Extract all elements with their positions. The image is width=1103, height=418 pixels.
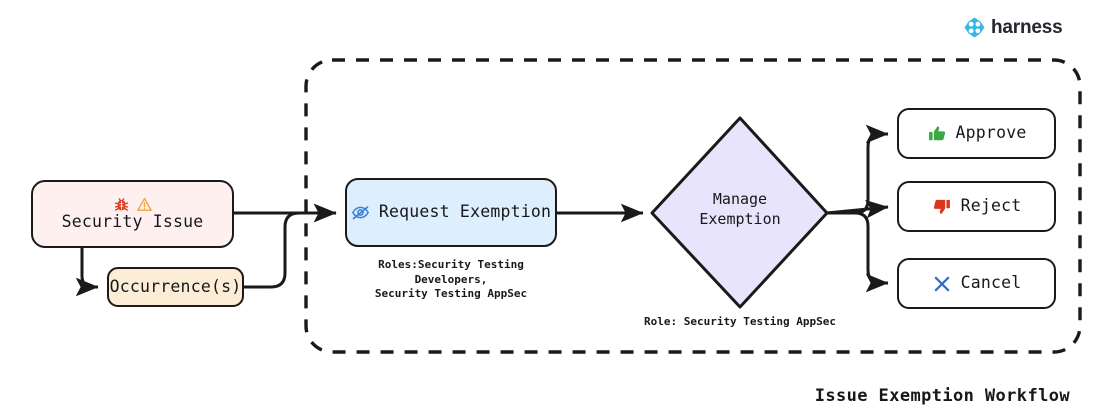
manage-exemption-label: Manage Exemption <box>699 190 781 228</box>
edge-occurrences-to-request <box>244 203 337 289</box>
thumbs-down-icon <box>933 199 950 214</box>
bug-icon <box>114 198 128 211</box>
request-exemption-roles-caption: Roles:Security Testing Developers, Secur… <box>374 258 528 301</box>
approve-label: Approve <box>955 123 1027 143</box>
harness-brand-logo: harness <box>963 16 1063 39</box>
approve-content: Approve <box>927 123 1027 144</box>
harness-clover-icon <box>964 17 985 38</box>
security-issue-icon-row <box>113 196 153 213</box>
thumbs-up-icon <box>928 125 945 140</box>
node-security-issue[interactable]: Security Issue <box>31 180 234 248</box>
node-occurrences[interactable]: Occurrence(s) <box>107 267 244 307</box>
manage-exemption-diamond <box>650 116 829 309</box>
exemption-boundary-dashed-box <box>304 58 1082 354</box>
warning-triangle-icon <box>136 197 152 211</box>
request-exemption-content: Request Exemption <box>351 202 552 222</box>
request-exemption-label: Request Exemption <box>378 202 552 222</box>
cancel-content: Cancel <box>932 273 1022 294</box>
edge-manage-to-cancel <box>827 211 889 293</box>
manage-exemption-role-caption: Role: Security Testing AppSec <box>643 315 837 328</box>
edge-security-issue-to-occurrences <box>75 248 99 297</box>
occurrences-label: Occurrence(s) <box>109 276 242 296</box>
security-issue-label: Security Issue <box>61 212 204 232</box>
diagram-title: Issue Exemption Workflow <box>814 386 1070 406</box>
node-request-exemption[interactable]: Request Exemption <box>345 178 557 247</box>
reject-label: Reject <box>960 196 1022 216</box>
edge-manage-to-approve <box>827 124 889 215</box>
cancel-label: Cancel <box>960 273 1022 293</box>
harness-brand-name: harness <box>991 16 1063 38</box>
node-cancel[interactable]: Cancel <box>897 258 1056 309</box>
eye-slash-icon <box>351 206 369 220</box>
x-cross-icon <box>934 276 949 291</box>
node-reject[interactable]: Reject <box>897 181 1056 232</box>
reject-content: Reject <box>932 196 1022 217</box>
node-approve[interactable]: Approve <box>897 108 1056 159</box>
